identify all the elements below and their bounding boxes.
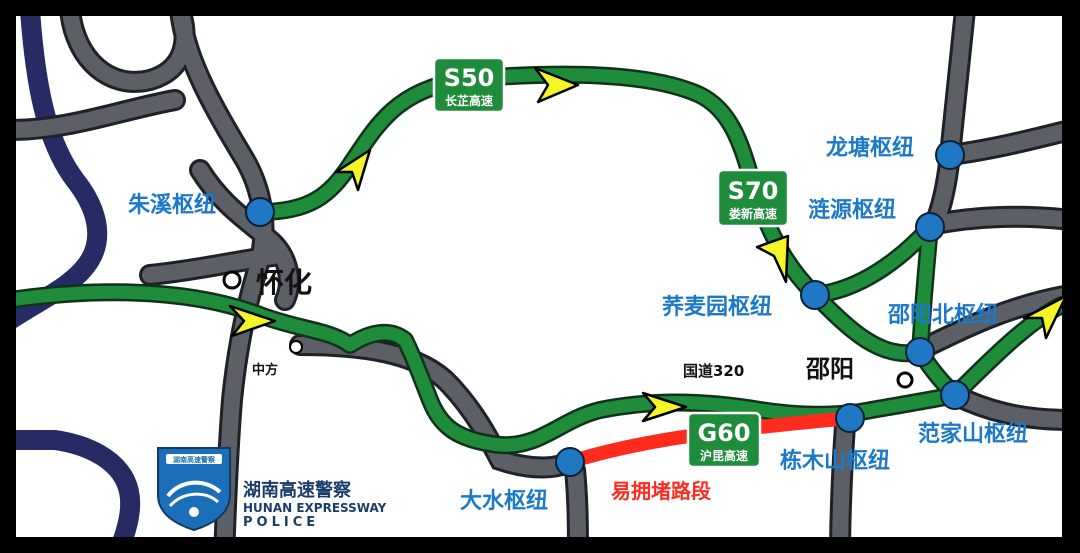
- police-logo-cn: 湖南高速警察: [243, 479, 352, 501]
- arrow-yellow-icon: [533, 66, 580, 104]
- police-badge-text: 湖南高速警察: [173, 455, 216, 464]
- gray-road: [142, 247, 288, 283]
- label-shaoyang: 邵阳: [805, 355, 854, 383]
- shield-s70-name: 娄新高速: [729, 206, 777, 221]
- arrow-yellow-icon: [228, 304, 277, 338]
- arrow-yellow-icon: [1022, 294, 1068, 340]
- city-marker-shaoyang: [896, 371, 914, 389]
- label-fanjiashan: 范家山枢纽: [918, 421, 1028, 447]
- label-lianyuan: 涟源枢纽: [808, 197, 896, 223]
- police-badge-icon: [157, 447, 231, 532]
- police-logo: 湖南高速警察 湖南高速警察 HUNAN EXPRESSWAY POLICE: [157, 447, 387, 532]
- shield-g60: G60 沪昆高速: [686, 411, 762, 469]
- label-congestion: 易拥堵路段: [611, 479, 711, 503]
- police-logo-en1: HUNAN EXPRESSWAY: [243, 501, 387, 515]
- gray-road: [192, 162, 297, 308]
- gray-road: [16, 92, 183, 138]
- shield-g60-name: 沪昆高速: [700, 448, 748, 463]
- interchange-zhumushan: [835, 403, 865, 433]
- gray-road: [912, 288, 1062, 358]
- interchange-lianyuan: [915, 212, 945, 242]
- label-qiaomaiyuan: 荞麦园枢纽: [662, 294, 772, 320]
- label-dashui: 大水枢纽: [460, 488, 548, 514]
- interchange-longtang: [935, 140, 965, 170]
- gray-road: [567, 462, 586, 537]
- label-shaoyangbei: 邵阳北枢纽: [887, 302, 998, 328]
- interchange-qiaomaiyuan: [800, 280, 830, 310]
- direction-arrows: [228, 66, 1068, 423]
- shield-s50-code: S50: [444, 64, 495, 92]
- arrow-yellow-icon: [334, 148, 372, 192]
- interchange-zhuxi: [245, 197, 275, 227]
- gray-road: [832, 417, 853, 537]
- city-marker-zhongfang: [289, 340, 303, 354]
- city-marker-huaihua: [222, 270, 242, 290]
- gray-road: [922, 208, 1062, 233]
- label-huaihua: 怀化: [256, 266, 312, 299]
- shield-s70-code: S70: [728, 177, 779, 205]
- shield-s70: S70 娄新高速: [716, 168, 790, 228]
- shield-g60-code: G60: [697, 419, 750, 447]
- police-logo-en2: POLICE: [243, 515, 319, 530]
- arrow-yellow-icon: [755, 234, 790, 284]
- label-longtang: 龙塘枢纽: [826, 135, 914, 161]
- gray-road: [292, 337, 578, 476]
- gray-road-group: [16, 16, 1062, 537]
- label-zhumushan: 栋木山枢纽: [780, 448, 890, 474]
- interchange-shaoyangbei: [905, 337, 935, 367]
- label-national-road: 国道320: [683, 362, 744, 380]
- interchange-dashui: [555, 447, 585, 477]
- arrow-yellow-icon: [641, 391, 688, 423]
- green-route: [808, 220, 937, 302]
- city-markers: [222, 270, 914, 389]
- navy-road: [16, 430, 141, 537]
- label-zhongfang: 中方: [252, 362, 278, 378]
- label-zhuxi: 朱溪枢纽: [128, 192, 216, 218]
- interchange-fanjiashan: [940, 380, 970, 410]
- interchanges: [245, 140, 970, 477]
- shield-s50: S50 长芷高速: [432, 56, 506, 114]
- shield-s50-name: 长芷高速: [445, 93, 493, 108]
